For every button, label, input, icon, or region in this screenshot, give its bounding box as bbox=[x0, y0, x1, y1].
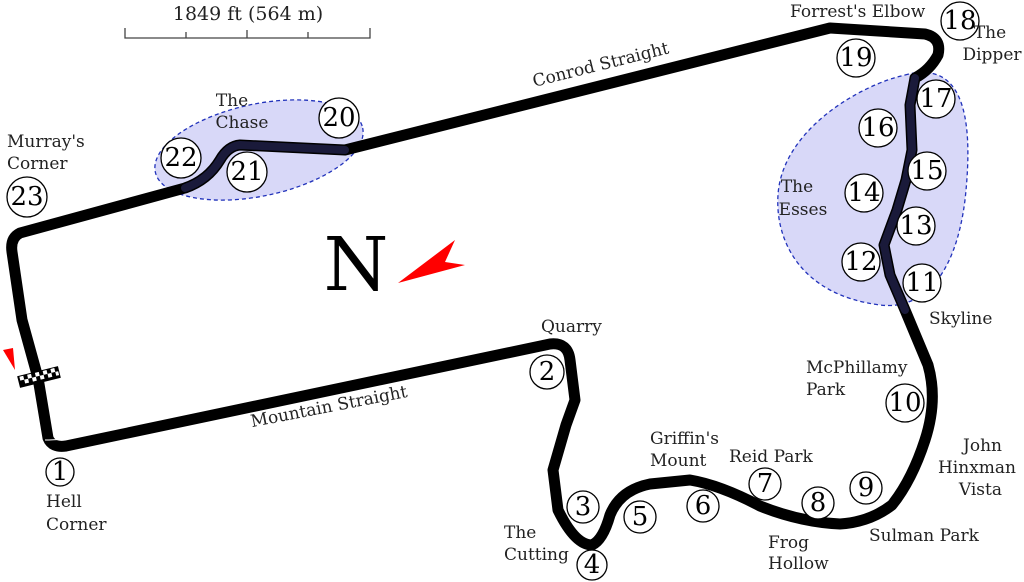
corner-19-label: 19 bbox=[839, 43, 872, 73]
zone-label: The bbox=[781, 177, 813, 197]
corner-14-label: 14 bbox=[847, 178, 880, 208]
corner-21: 21 bbox=[226, 151, 268, 193]
corner-names-label: Dipper bbox=[962, 45, 1022, 65]
corner-5: 5 bbox=[623, 500, 657, 534]
corner-14: 14 bbox=[844, 173, 884, 213]
corner-12-label: 12 bbox=[844, 247, 877, 277]
corner-names-label: Cutting bbox=[504, 545, 569, 565]
corner-names-label: Park bbox=[806, 380, 846, 400]
corner-names-label: The bbox=[504, 523, 536, 543]
corner-22-label: 22 bbox=[164, 143, 197, 173]
corner-names-label: Quarry bbox=[541, 317, 602, 337]
corner-7-label: 7 bbox=[757, 469, 774, 499]
corner-3-label: 3 bbox=[575, 492, 592, 522]
corner-11: 11 bbox=[902, 263, 942, 303]
corner-17: 17 bbox=[916, 79, 956, 119]
corner-20-label: 20 bbox=[322, 103, 355, 133]
corner-names-label: Skyline bbox=[929, 309, 992, 329]
zone-label: Esses bbox=[779, 200, 828, 220]
corner-names-label: Corner bbox=[46, 515, 107, 535]
corner-8: 8 bbox=[801, 486, 835, 520]
corner-names-label: The bbox=[974, 23, 1006, 43]
corner-names-label: McPhillamy bbox=[806, 358, 908, 378]
corner-16: 16 bbox=[858, 108, 898, 148]
corner-names-label: Hell bbox=[46, 492, 82, 512]
scale-bar-label: 1849 ft (564 m) bbox=[173, 3, 323, 25]
corner-names-label: Corner bbox=[7, 154, 68, 174]
start-finish-line bbox=[3, 348, 61, 388]
corner-10: 10 bbox=[885, 383, 925, 423]
corner-names: Hell Corner Quarry The Cutting Griffin's… bbox=[7, 2, 1022, 574]
corner-15: 15 bbox=[907, 151, 947, 191]
corner-3: 3 bbox=[566, 490, 600, 524]
corner-4-label: 4 bbox=[584, 550, 601, 580]
corner-20: 20 bbox=[318, 97, 360, 139]
corner-5-label: 5 bbox=[632, 502, 649, 532]
corner-13-label: 13 bbox=[899, 211, 932, 241]
corner-6-label: 6 bbox=[695, 491, 712, 521]
corner-names-label: Hinxman bbox=[938, 458, 1016, 478]
north-label: N bbox=[324, 222, 389, 308]
corner-names-label: Vista bbox=[958, 480, 1002, 500]
race-track bbox=[6, 22, 945, 551]
corner-names-label: Murray's bbox=[7, 132, 85, 152]
corner-15-label: 15 bbox=[910, 156, 943, 186]
corner-1-label: 1 bbox=[52, 457, 69, 487]
direction-arrow-icon bbox=[3, 348, 15, 370]
corner-8-label: 8 bbox=[810, 488, 827, 518]
corner-names-label: Sulman Park bbox=[869, 526, 980, 546]
scale-bar: 1849 ft (564 m) bbox=[124, 3, 371, 39]
corner-4: 4 bbox=[576, 549, 608, 581]
corner-13: 13 bbox=[896, 206, 936, 246]
corner-22: 22 bbox=[160, 137, 202, 179]
corner-18-label: 18 bbox=[943, 6, 976, 36]
corner-9: 9 bbox=[849, 471, 883, 505]
corner-1: 1 bbox=[45, 457, 75, 487]
corner-names-label: Mount bbox=[650, 451, 707, 471]
corner-names-label: Forrest's Elbow bbox=[790, 2, 926, 22]
north-arrow-icon bbox=[398, 240, 465, 283]
corner-12: 12 bbox=[841, 242, 881, 282]
corner-16-label: 16 bbox=[861, 113, 894, 143]
corner-7: 7 bbox=[748, 467, 782, 501]
corner-23: 23 bbox=[6, 176, 48, 218]
corner-23-label: 23 bbox=[10, 182, 43, 212]
corner-17-label: 17 bbox=[919, 84, 952, 114]
corner-names-label: John bbox=[961, 436, 1002, 456]
zone-label: Chase bbox=[216, 113, 269, 133]
corner-11-label: 11 bbox=[905, 268, 938, 298]
corner-18: 18 bbox=[940, 1, 980, 41]
corner-2: 2 bbox=[529, 354, 565, 390]
corner-names-label: Hollow bbox=[768, 554, 829, 574]
corner-names-label: Frog bbox=[768, 533, 809, 553]
corner-9-label: 9 bbox=[858, 473, 875, 503]
corner-21-label: 21 bbox=[230, 157, 263, 187]
corner-names-label: Griffin's bbox=[650, 429, 719, 449]
corner-names-label: Reid Park bbox=[729, 447, 814, 467]
corner-2-label: 2 bbox=[539, 357, 556, 387]
corner-6: 6 bbox=[686, 489, 720, 523]
corner-10-label: 10 bbox=[888, 388, 921, 418]
corner-19: 19 bbox=[836, 38, 876, 78]
corner-markers: 1 2 3 4 5 6 7 8 9 10 11 12 13 14 15 16 1… bbox=[6, 1, 980, 581]
zone-label: The bbox=[216, 91, 248, 111]
